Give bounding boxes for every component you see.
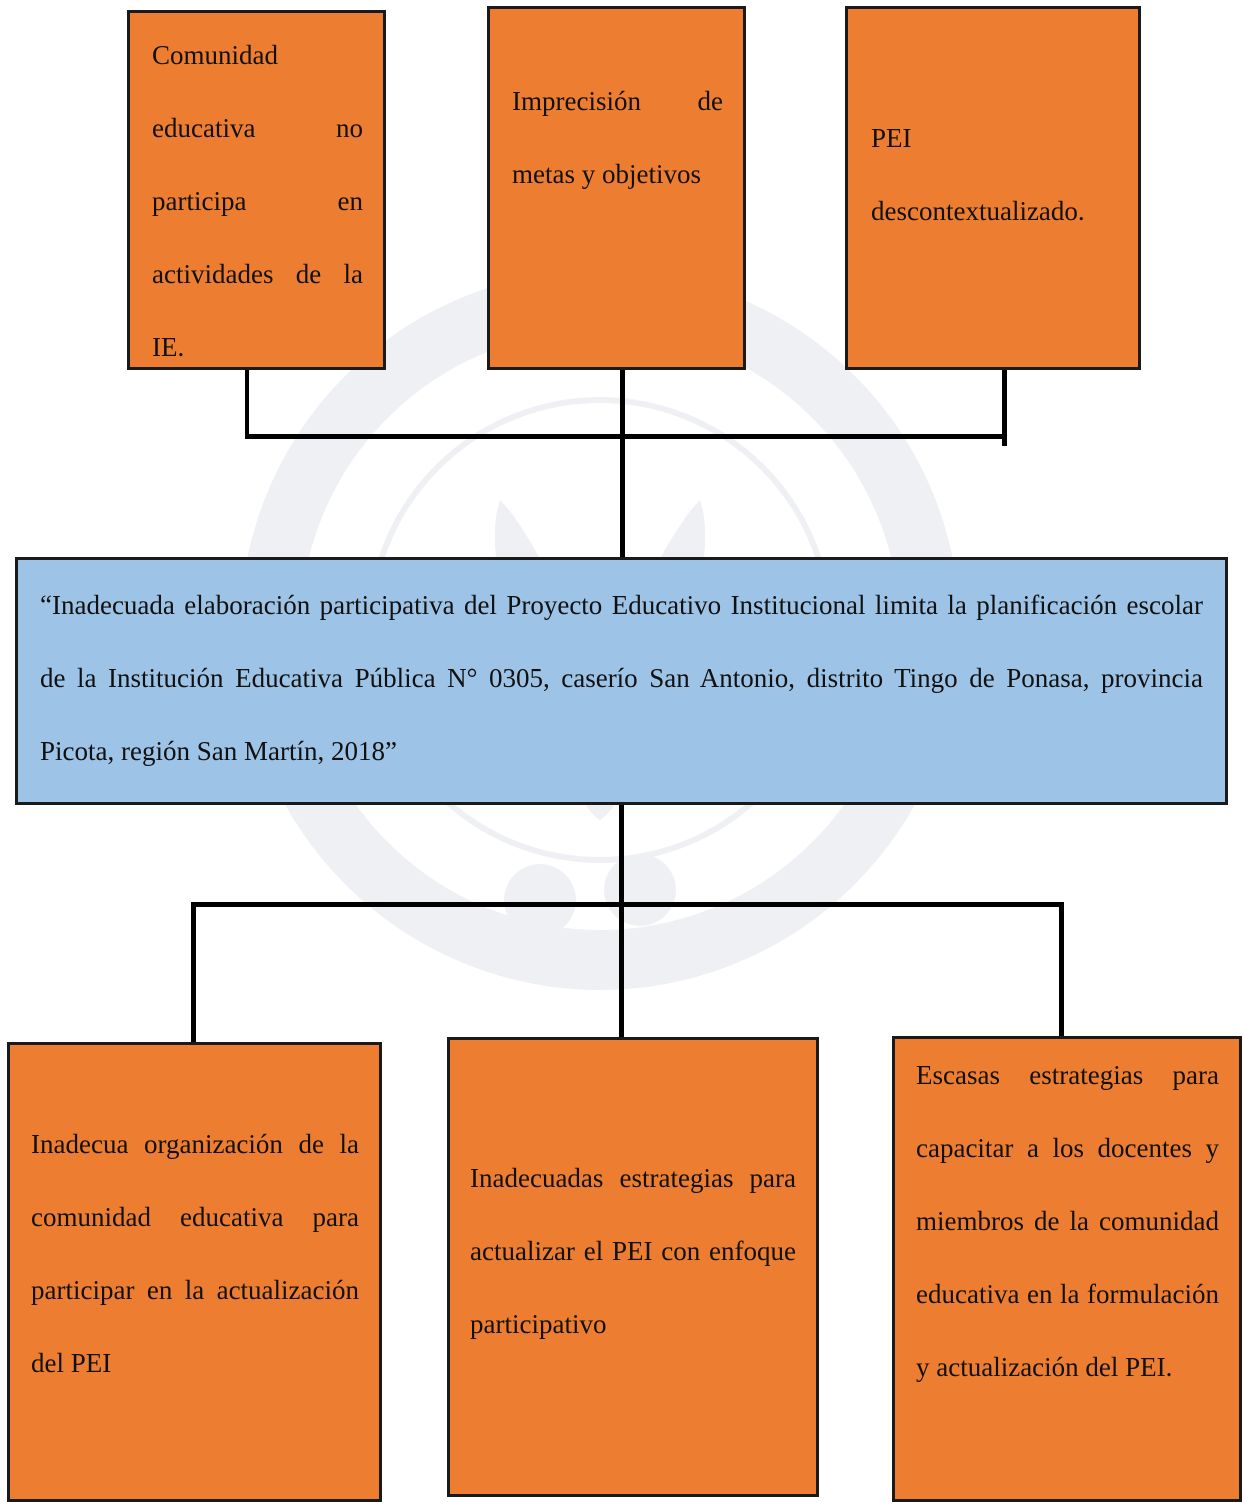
connector-effect-3-drop [1059, 902, 1064, 1037]
effect-box-2: Inadecuadas estrategias para actualizar … [447, 1037, 819, 1497]
connector-cause-3-drop [1002, 370, 1007, 446]
effect-text-1: Inadecua organización de la comunidad ed… [31, 1129, 359, 1378]
cause-text-1: Comunidad educativa no participa en acti… [152, 40, 363, 362]
connector-effects-bar [191, 902, 1064, 907]
connector-cause-2-drop [620, 370, 625, 558]
central-problem-text: “Inadecuada elaboración participativa de… [40, 590, 1203, 766]
connector-causes-bar [245, 434, 1007, 439]
cause-box-1: Comunidad educativa no participa en acti… [127, 10, 386, 370]
connector-problem-drop [619, 805, 624, 1038]
cause-text-3: PEI descontextualizado. [871, 123, 1085, 226]
connector-cause-1-drop [245, 370, 249, 438]
cause-box-2: Imprecisión de metas y objetivos [487, 6, 746, 370]
cause-box-3: PEI descontextualizado. [845, 6, 1141, 370]
effect-text-2: Inadecuadas estrategias para actualizar … [470, 1163, 796, 1339]
cause-text-2: Imprecisión de metas y objetivos [512, 86, 723, 189]
effect-box-3: Escasas estrategias para capacitar a los… [892, 1036, 1242, 1502]
central-problem-box: “Inadecuada elaboración participativa de… [15, 557, 1228, 805]
effect-text-3: Escasas estrategias para capacitar a los… [916, 1060, 1219, 1382]
connector-effect-1-drop [191, 902, 196, 1043]
effect-box-1: Inadecua organización de la comunidad ed… [7, 1042, 382, 1502]
